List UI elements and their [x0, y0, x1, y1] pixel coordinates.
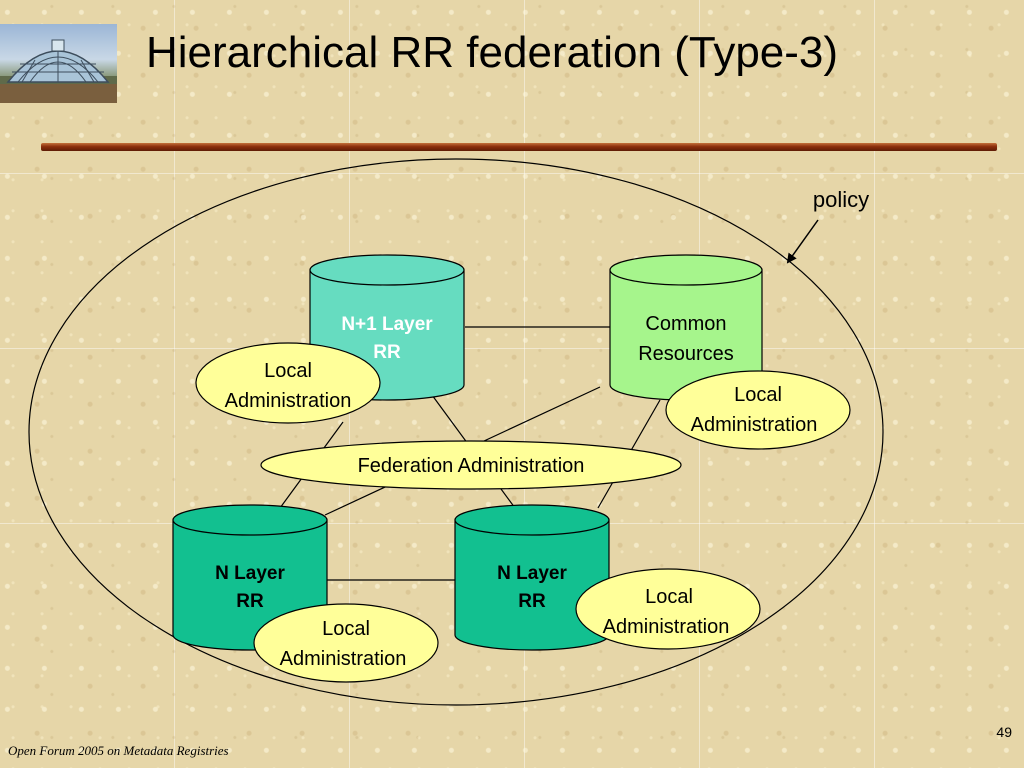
local-admin-label-line2: Administration	[280, 648, 407, 670]
oval-shape	[253, 603, 439, 683]
oval-shape	[665, 370, 851, 450]
common-resources-label-line1: Common	[645, 313, 726, 335]
cylinder-body	[454, 519, 610, 651]
local-admin-label-line1: Local	[264, 360, 312, 382]
federation-administration-oval: Federation Administration	[260, 440, 682, 490]
policy-arrow	[786, 219, 819, 264]
federation-administration-label: Federation Administration	[358, 455, 585, 477]
n-layer-left-label-line1: N Layer	[215, 563, 285, 584]
n-layer-right-label-line2: RR	[518, 591, 546, 612]
cylinder-top	[454, 504, 610, 536]
policy-boundary-ellipse	[28, 158, 884, 706]
oval-shape	[260, 440, 682, 490]
cylinder-common-resources: Common Resources	[609, 254, 763, 401]
title-divider	[41, 143, 997, 151]
local-admin-label-line1: Local	[322, 618, 370, 640]
cylinder-top	[609, 254, 763, 286]
oval-shape	[575, 568, 761, 650]
cylinder-top	[172, 504, 328, 536]
common-resources-label-line2: Resources	[638, 343, 734, 365]
n-layer-right-label-line1: N Layer	[497, 563, 567, 584]
n-layer-left-label-line2: RR	[236, 591, 264, 612]
local-admin-label-line1: Local	[734, 384, 782, 406]
n1-layer-label-line1: N+1 Layer	[341, 314, 433, 335]
page-number: 49	[996, 724, 1012, 740]
oval-shape	[195, 342, 381, 424]
local-admin-label-line1: Local	[645, 586, 693, 608]
n1-layer-label-line2: RR	[373, 342, 401, 363]
local-admin-label-line2: Administration	[691, 414, 818, 436]
cylinder-top	[309, 254, 465, 286]
local-admin-label-line2: Administration	[225, 390, 352, 412]
local-admin-oval-n1: Local Administration	[195, 342, 381, 424]
local-admin-label-line2: Administration	[603, 616, 730, 638]
local-admin-oval-n-left: Local Administration	[253, 603, 439, 683]
policy-label: policy	[813, 187, 869, 212]
dome-logo-image	[0, 24, 117, 103]
footer-text: Open Forum 2005 on Metadata Registries	[8, 743, 229, 758]
cylinder-n-layer-rr-right: N Layer RR	[454, 504, 610, 651]
local-admin-oval-common: Local Administration	[665, 370, 851, 450]
local-admin-oval-n-right: Local Administration	[575, 568, 761, 650]
slide-title: Hierarchical RR federation (Type-3)	[146, 28, 839, 77]
